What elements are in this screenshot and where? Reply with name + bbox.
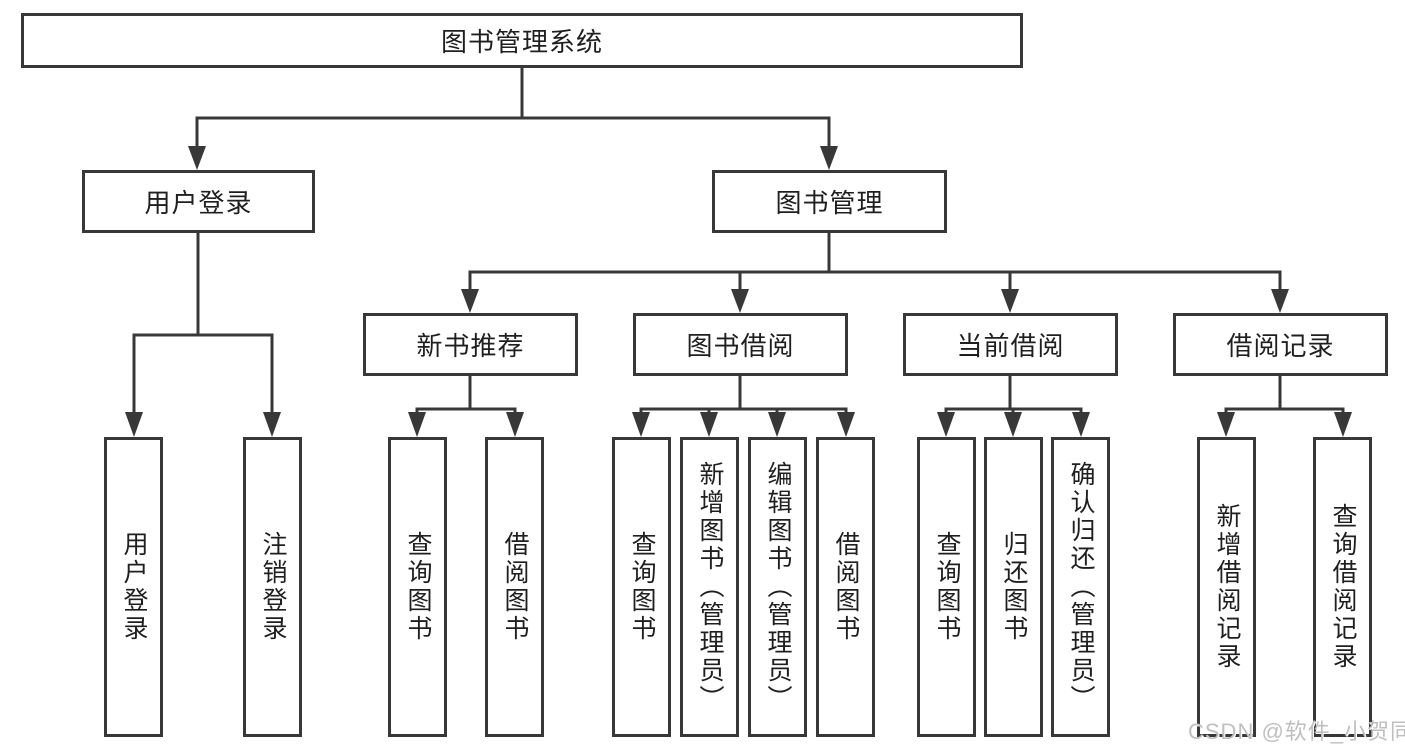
connector-records-to-children (1224, 376, 1345, 415)
arrowhead-icon (125, 412, 143, 437)
node-new-book-recommend: 新书推荐 (363, 313, 578, 376)
leaf-borrow-books-recommend: 借阅图书 (485, 437, 544, 737)
leaf-query-books-borrow: 查询图书 (612, 437, 671, 737)
arrowhead-icon (837, 412, 855, 437)
arrowhead-icon (768, 412, 786, 437)
arrowhead-icon (1217, 412, 1235, 437)
arrowhead-icon (632, 412, 650, 437)
arrowhead-icon (1072, 412, 1090, 437)
arrowhead-icon (461, 289, 479, 313)
leaf-add-borrow-record: 新增借阅记录 (1197, 437, 1256, 737)
leaf-query-books-recommend: 查询图书 (388, 437, 447, 737)
connector-newbook-to-children (415, 376, 517, 415)
leaf-query-books-current: 查询图书 (917, 437, 976, 737)
node-root-system: 图书管理系统 (21, 13, 1023, 68)
arrowhead-icon (937, 412, 955, 437)
leaf-edit-book-admin: 编辑图书（管理员） (748, 437, 807, 737)
arrowhead-icon (408, 412, 426, 437)
connector-userlogin-to-children (132, 233, 274, 416)
connector-root-to-level2 (195, 68, 831, 150)
arrowhead-icon (506, 412, 524, 437)
leaf-borrow-books: 借阅图书 (816, 437, 875, 737)
node-book-management: 图书管理 (712, 170, 947, 233)
connector-borrow-to-children (639, 376, 848, 415)
node-user-login: 用户登录 (82, 170, 315, 233)
arrowhead-icon (1334, 412, 1352, 437)
arrowhead-icon (731, 289, 749, 313)
leaf-return-books: 归还图书 (984, 437, 1043, 737)
arrowhead-icon (1001, 289, 1019, 313)
arrowhead-icon (1004, 412, 1022, 437)
connector-current-to-children (944, 376, 1083, 415)
arrowhead-icon (700, 412, 718, 437)
leaf-confirm-return-admin: 确认归还（管理员） (1051, 437, 1110, 737)
arrowhead-icon (820, 146, 838, 170)
node-borrowing-records: 借阅记录 (1173, 313, 1388, 376)
leaf-query-borrow-record: 查询借阅记录 (1313, 437, 1372, 737)
leaf-add-book-admin: 新增图书（管理员） (680, 437, 739, 737)
arrowhead-icon (1271, 289, 1289, 313)
arrowhead-icon (188, 146, 206, 170)
leaf-user-login: 用户登录 (104, 437, 163, 737)
leaf-logout: 注销登录 (243, 437, 302, 737)
node-book-borrowing: 图书借阅 (633, 313, 848, 376)
csdn-watermark: CSDN @软件_小贺同学 (1188, 719, 1405, 744)
connector-bookmgmt-to-level3 (468, 233, 1282, 292)
arrowhead-icon (263, 412, 281, 437)
node-current-borrowing: 当前借阅 (903, 313, 1118, 376)
